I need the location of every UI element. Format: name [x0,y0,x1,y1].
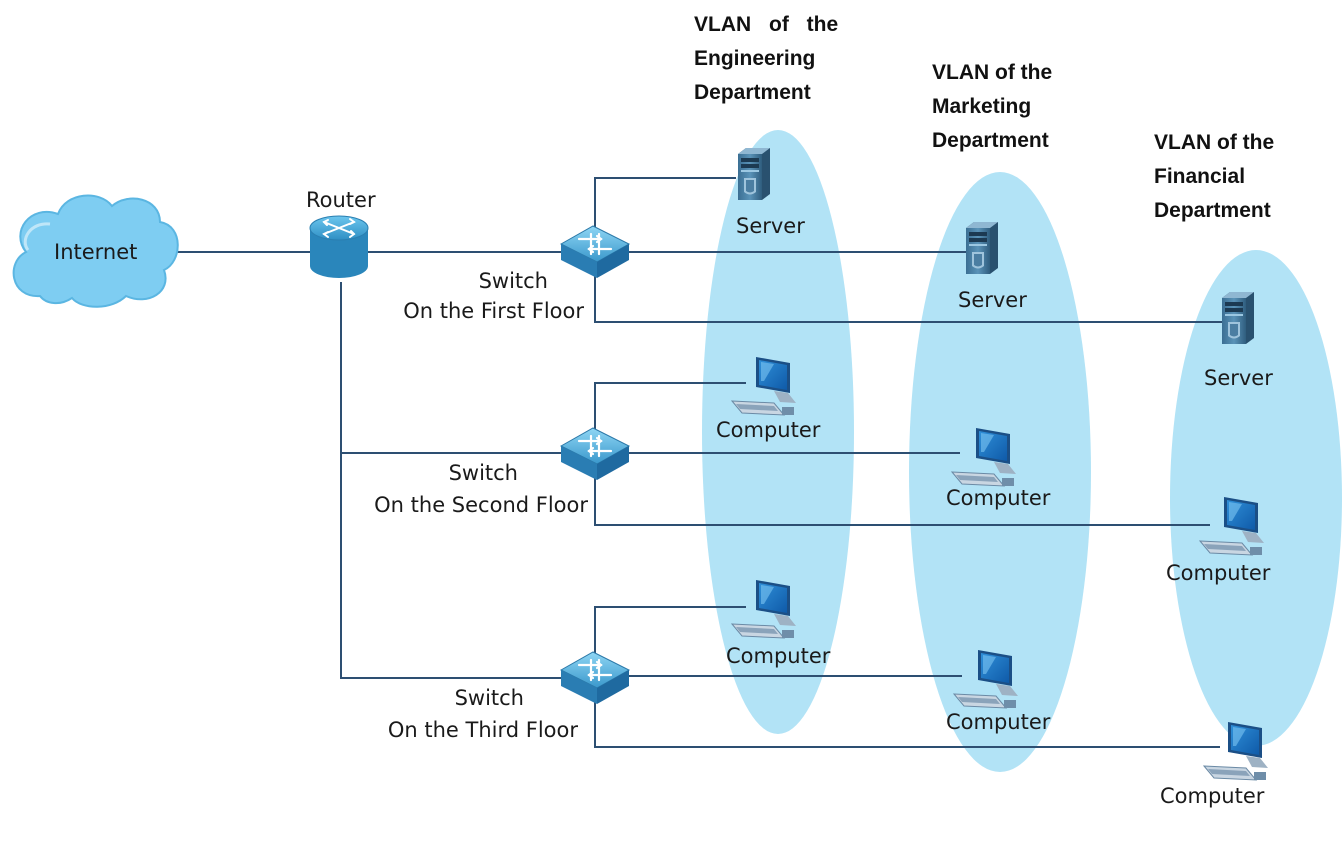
vlan-financial-ellipse [1170,250,1342,746]
links [170,177,1222,748]
switch1-label: Switch On the First Floor [403,266,584,326]
vlan-engineering-ellipse [702,130,854,734]
vlan-marketing-line2: Marketing [932,95,1032,118]
vlan-engineering-line2: Engineering [694,47,816,70]
cloud-icon [12,194,179,308]
fin-server-label: Server [1204,366,1273,390]
switch1-label-line2: On the First Floor [403,299,584,323]
switch2-label-line1: Switch [448,461,518,485]
switch3-label: Switch On the Third Floor [388,682,578,746]
mkt-server-label: Server [958,288,1027,312]
vlan-engineering-heading: VLAN of the Engineering Department [694,8,838,110]
vlan-financial-heading: VLAN of the Financial Department [1154,126,1274,228]
switch3-label-line2: On the Third Floor [387,718,578,742]
router-icon [309,215,369,278]
link-sw2-fin-computer [594,470,1210,526]
mkt-computer-3-label: Computer [946,710,1051,734]
switch2-label-line2: On the Second Floor [374,493,588,517]
server-icon [738,148,770,200]
fin-computer-3-label: Computer [1160,784,1265,808]
switch3-label-line1: Switch [454,686,524,710]
eng-server-label: Server [736,214,805,238]
vlan-marketing-line3: Department [932,129,1049,152]
vlan-engineering-line1: VLAN of the [694,13,839,36]
eng-computer-2-label: Computer [716,418,821,442]
link-sw3-fin-computer [594,694,1220,748]
computer-icon [1203,721,1269,781]
link-sw2-eng-computer [594,382,746,438]
switch1-label-line1: Switch [478,269,548,293]
server-icon [1222,292,1254,344]
server-icon [966,222,998,274]
link-sw3-eng-computer [594,606,746,662]
vlan-financial-line2: Financial [1154,165,1246,188]
mkt-computer-2-label: Computer [946,486,1051,510]
internet-label: Internet [54,240,138,264]
link-sw1-fin-server [594,270,1222,323]
router-label: Router [306,188,376,212]
vlan-financial-line1: VLAN of the [1154,131,1275,154]
vlan-financial-line3: Department [1154,199,1271,222]
link-router-switch3 [340,282,566,679]
fin-computer-2-label: Computer [1166,561,1271,585]
eng-computer-3-label: Computer [726,644,831,668]
vlan-marketing-line1: VLAN of the [932,61,1053,84]
vlan-engineering-line3: Department [694,81,811,104]
switch2-label: Switch On the Second Floor [374,457,588,521]
link-sw1-eng-server [594,177,736,238]
vlan-marketing-heading: VLAN of the Marketing Department [932,56,1052,158]
